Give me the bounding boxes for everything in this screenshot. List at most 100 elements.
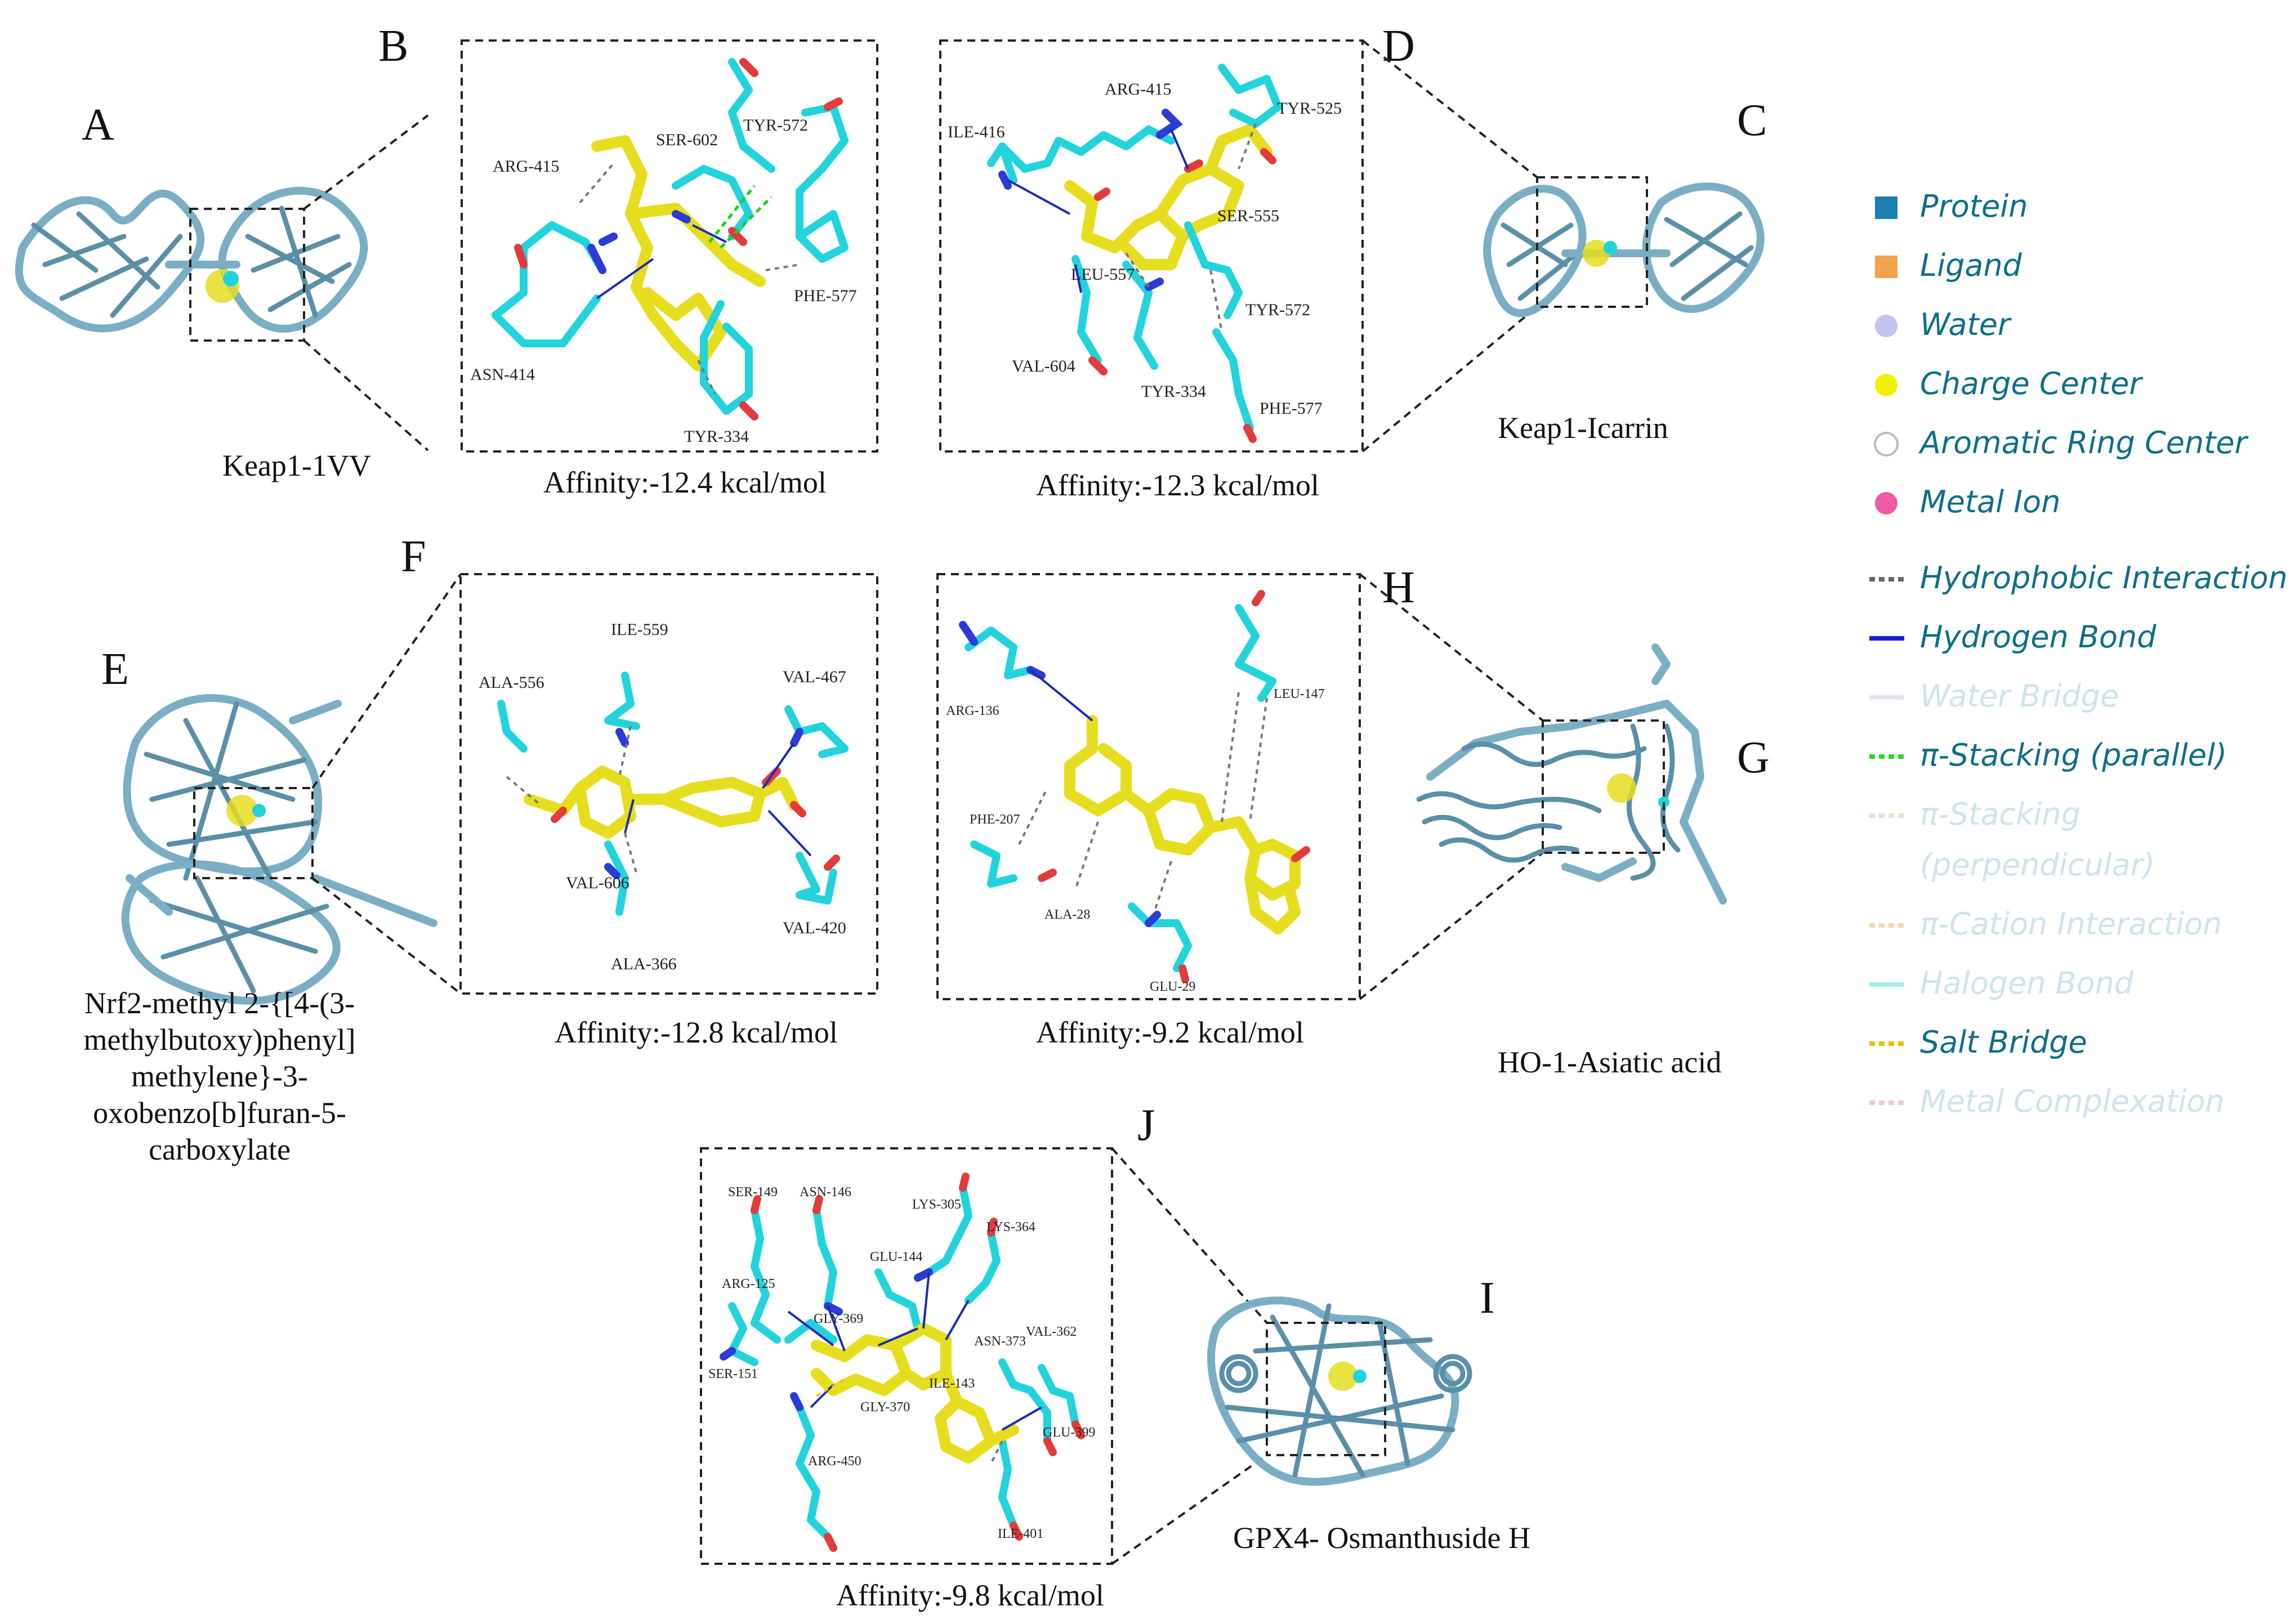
panel-d-residue-5: LEU-557 — [1071, 265, 1135, 284]
panel-c-letter: C — [1737, 96, 1767, 145]
panel-j-residue-6: ARG-125 — [722, 1277, 775, 1291]
legend-item: π-Stacking (parallel) — [1869, 737, 2227, 773]
panel-j-residue-7: GLY-369 — [814, 1312, 863, 1326]
panel-j-residue-5: GLU-144 — [870, 1250, 922, 1264]
panel-b-residue-6: TYR-334 — [684, 427, 749, 446]
panel-b-letter: B — [378, 21, 408, 71]
panel-f-residue-5: ALA-366 — [611, 955, 677, 973]
panel-b-structure — [492, 58, 849, 420]
panel-j-residue-3: LYS-305 — [912, 1197, 961, 1212]
legend-label: Charge Center — [1920, 366, 2143, 401]
panel-d-residue-8: TYR-334 — [1141, 382, 1206, 401]
zoom-line-g-bottom — [1359, 852, 1544, 1000]
legend-marker-icon — [1875, 374, 1897, 396]
panel-a-letter: A — [82, 100, 114, 150]
panel-j-residue-13: GLU-399 — [1043, 1425, 1095, 1440]
legend-label: π-Stacking — [1920, 797, 2080, 832]
panel-e-caption-line-3: methylene}-3- — [131, 1059, 308, 1093]
legend-item: Ligand — [1875, 248, 2022, 283]
legend-label: Ligand — [1920, 248, 2022, 283]
panel-g-caption: HO-1-Asiatic acid — [1498, 1045, 1721, 1079]
panel-c-protein — [1483, 182, 1765, 317]
panel-j-residue-2: ASN-146 — [800, 1185, 851, 1200]
legend-marker-icon — [1875, 196, 1897, 219]
panel-h-residue-4: ALA-28 — [1044, 907, 1090, 922]
panel-d-residue-6: TYR-572 — [1245, 301, 1310, 319]
legend-label: Water Bridge — [1920, 678, 2119, 714]
panel-d-structure — [987, 64, 1282, 443]
panel-h-residue-1: ARG-136 — [946, 704, 999, 718]
legend-label: Halogen Bond — [1920, 965, 2134, 1001]
zoom-line-g-top — [1359, 573, 1544, 722]
panel-d-residue-9: PHE-577 — [1260, 399, 1323, 418]
panel-c-caption: Keap1-Icarrin — [1498, 411, 1668, 445]
zoom-line-i-bottom — [1111, 1454, 1268, 1565]
legend-label: Metal Ion — [1920, 484, 2060, 520]
panel-d-residue-1: ILE-416 — [948, 123, 1005, 141]
legend-item: Aromatic Ring Center — [1874, 425, 2249, 460]
legend-marker-icon — [1875, 256, 1897, 278]
panel-e-caption: Nrf2-methyl 2-{[4-(3- methylbutoxy)pheny… — [84, 986, 356, 1166]
panel-e-protein — [121, 694, 437, 1005]
panel-a-zoom-box — [189, 208, 305, 342]
legend-label: Water — [1920, 307, 2012, 342]
panel-e-letter: E — [101, 645, 129, 694]
legend-label: Aromatic Ring Center — [1918, 425, 2249, 460]
zoom-line-a-bottom — [303, 339, 429, 451]
panel-d-residue-4: SER-555 — [1217, 207, 1279, 225]
panel-j-residue-1: SER-149 — [728, 1185, 778, 1200]
legend-item: Water Bridge — [1869, 678, 2119, 714]
panel-j-residue-12: GLY-370 — [860, 1400, 910, 1415]
panel-j-letter: J — [1137, 1100, 1155, 1150]
panel-h-letter: H — [1382, 563, 1415, 612]
legend-item: π-Stacking (perpendicular) — [1869, 797, 2155, 883]
legend-label: π-Stacking (parallel) — [1920, 737, 2227, 773]
panel-b-residue-2: SER-602 — [656, 131, 718, 149]
zoom-line-e-bottom — [311, 877, 462, 995]
panel-j-residue-11: ILE-143 — [929, 1376, 975, 1391]
legend-item: Salt Bridge — [1869, 1024, 2087, 1060]
panel-j-residue-15: ILE-401 — [998, 1527, 1043, 1541]
legend-item: Protein — [1875, 189, 2028, 224]
panel-h-residue-5: GLU-29 — [1150, 979, 1195, 994]
panel-g-zoom-box — [1542, 719, 1665, 854]
panel-f-residue-3: VAL-467 — [783, 668, 846, 686]
panel-e-zoom-box — [193, 787, 314, 879]
legend-item: Halogen Bond — [1869, 965, 2134, 1001]
panel-h-residue-3: PHE-207 — [970, 812, 1020, 827]
panel-f-affinity: Affinity:-12.8 kcal/mol — [555, 1015, 838, 1049]
legend-label: Hydrogen Bond — [1920, 619, 2156, 655]
panel-j-residue-10: SER-151 — [708, 1367, 758, 1381]
zoom-line-c-bottom — [1361, 306, 1538, 453]
panel-d-residue-3: TYR-525 — [1277, 99, 1342, 118]
panel-j-structure — [720, 1173, 1085, 1552]
panel-b-residue-3: TYR-572 — [743, 116, 808, 135]
panel-e-caption-line-2: methylbutoxy)phenyl] — [84, 1023, 356, 1057]
panel-h-box — [936, 573, 1361, 1000]
zoom-line-c-top — [1361, 39, 1538, 178]
legend-marker-icon — [1875, 315, 1897, 337]
legend-item: Water — [1875, 307, 2012, 342]
panel-f-residue-4: VAL-606 — [566, 874, 629, 892]
legend-label: Hydrophobic Interaction — [1920, 560, 2288, 596]
panel-a-protein — [15, 186, 368, 333]
panel-i-caption: GPX4- Osmanthuside H — [1233, 1521, 1530, 1555]
panel-j-residue-8: ASN-373 — [974, 1334, 1026, 1349]
panel-a-caption: Keap1-1VV — [222, 449, 371, 482]
panel-f-residue-6: VAL-420 — [783, 919, 846, 937]
panel-c-zoom-box — [1536, 176, 1648, 308]
panel-j-residue-14: ARG-450 — [808, 1454, 861, 1469]
panel-h-affinity: Affinity:-9.2 kcal/mol — [1036, 1015, 1304, 1049]
legend-label: Salt Bridge — [1920, 1024, 2087, 1060]
legend-label-continued: (perpendicular) — [1920, 847, 2155, 883]
panel-e-caption-line-1: Nrf2-methyl 2-{[4-(3- — [84, 986, 355, 1020]
panel-b-residue-5: ASN-414 — [470, 365, 535, 384]
panel-h-residue-2: LEU-147 — [1274, 687, 1325, 701]
legend-item: π-Cation Interaction — [1869, 906, 2222, 942]
legend-item: Hydrogen Bond — [1869, 619, 2156, 655]
panel-i-zoom-box — [1266, 1322, 1386, 1456]
panel-d-box — [939, 39, 1364, 453]
legend-label: π-Cation Interaction — [1920, 906, 2222, 942]
panel-f-box — [459, 573, 878, 995]
